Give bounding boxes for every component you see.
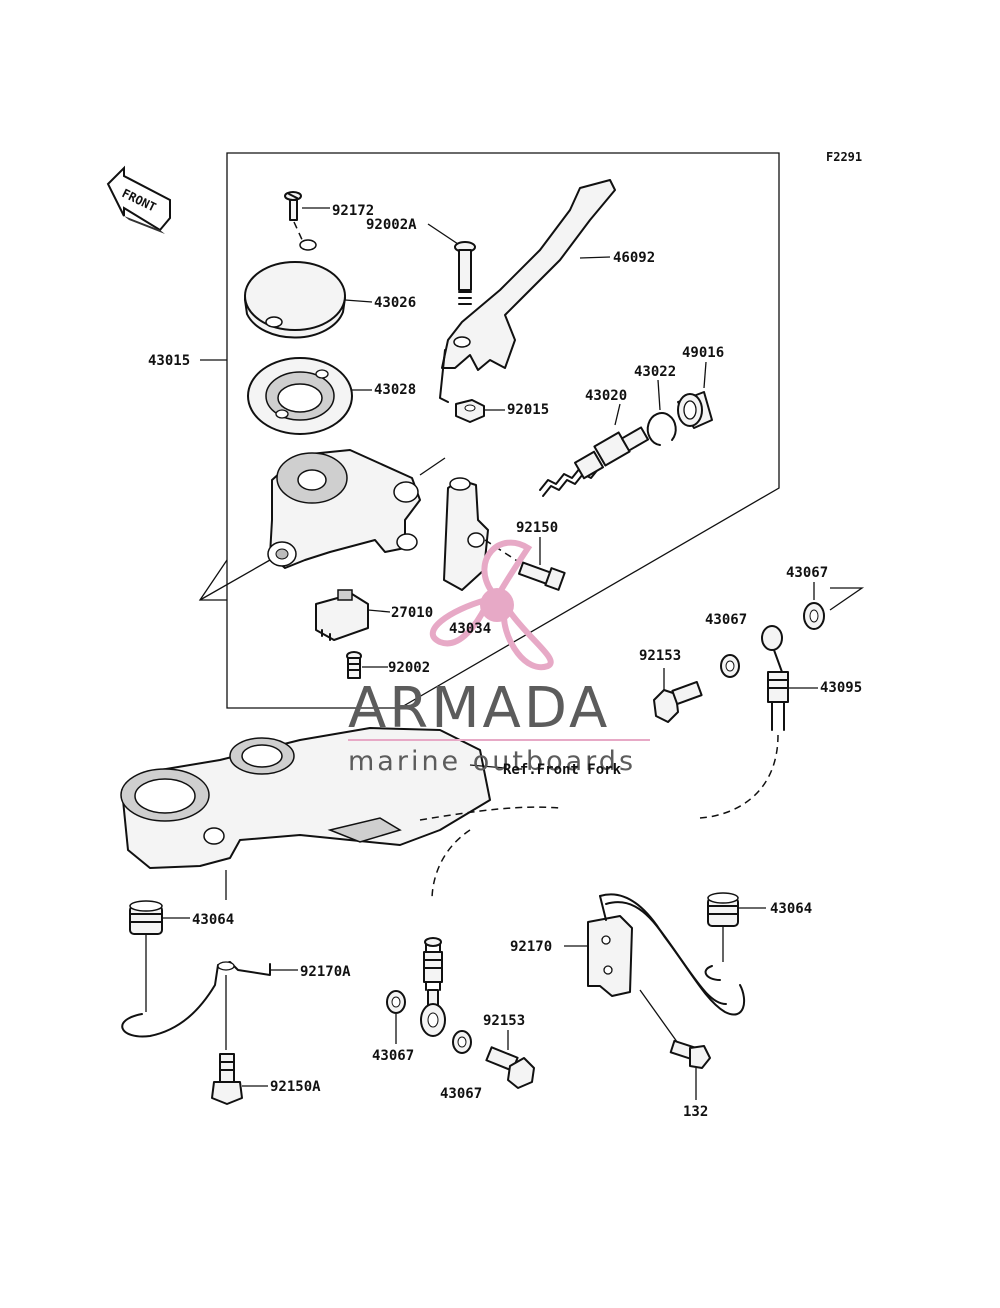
watermark-brand: ARMADA [348,676,610,741]
callout-92150: 92150 [516,520,558,536]
callout-43034: 43034 [449,621,491,637]
callout-43064-left: 43064 [192,912,234,928]
washer-43067-mid [720,654,740,678]
grommet-43064-right [704,892,766,981]
callout-92170: 92170 [510,939,552,955]
brake-hose-43095 [699,625,818,819]
watermark-tagline: marine outboards [348,746,636,777]
diaphragm-plate-43028 [247,357,372,435]
brake-hose-lower [420,937,446,1037]
reservoir-cap-43026 [243,239,373,339]
washer-43067-top [803,582,865,630]
callout-92015: 92015 [507,402,549,418]
callout-43022: 43022 [634,364,676,380]
reference-note: Ref.Front Fork [503,762,622,778]
front-arrow-icon: FRONT [106,165,171,234]
callout-43067-top: 43067 [786,565,828,581]
callout-43028: 43028 [374,382,416,398]
grommet-43064-left [129,900,190,1012]
callout-43067-mid: 43067 [705,612,747,628]
callout-43020: 43020 [585,388,627,404]
callout-43015: 43015 [148,353,190,369]
callout-132: 132 [683,1104,708,1120]
propeller-blade-top [481,539,533,595]
bolt-132 [639,989,711,1100]
callout-43064-right: 43064 [770,901,812,917]
callout-92170A: 92170A [300,964,351,980]
callout-27010: 27010 [391,605,433,621]
callout-92002: 92002 [388,660,430,676]
callout-46092: 46092 [613,250,655,266]
dust-boot-49016 [677,361,713,429]
piston-kit-43020 [539,403,650,497]
master-cylinder-body [267,449,446,569]
figure-code: F2291 [826,150,862,164]
clamp-92170A [121,870,298,1050]
propeller-blade-right [500,607,554,671]
holder-clamp-43034 [443,477,489,591]
screw-92172 [284,191,330,245]
propeller-icon [430,539,554,671]
hose-bracket-92170 [564,893,746,1016]
propeller-hub [480,588,514,622]
fork-bracket [120,727,561,901]
bolt-92150A [211,1053,268,1105]
callout-43067-bottom: 43067 [440,1086,482,1102]
nut-92015 [455,399,505,423]
circlip-43022 [646,379,677,446]
callout-43067-bottom-left: 43067 [372,1048,414,1064]
brake-lever-46092 [439,179,616,403]
washer-43067-bottom-left [386,990,406,1044]
callout-43026: 43026 [374,295,416,311]
callout-43095: 43095 [820,680,862,696]
callout-92002A: 92002A [366,217,417,233]
banjo-bolt-92153-bottom [485,1030,535,1089]
switch-27010 [315,589,391,641]
callout-92172: 92172 [332,203,374,219]
screw-92002 [346,651,388,679]
pivot-bolt-92002A [427,223,476,305]
washer-43067-bottom [452,1030,472,1054]
callout-92153-top: 92153 [639,648,681,664]
propeller-blade-left [430,596,489,647]
callout-49016: 49016 [682,345,724,361]
armada-logo: ARMADA marine outboards [348,539,650,777]
callout-92153-bottom: 92153 [483,1013,525,1029]
banjo-bolt-92153-top [653,668,703,723]
assembly-frame [198,152,780,709]
callout-92150A: 92150A [270,1079,321,1095]
